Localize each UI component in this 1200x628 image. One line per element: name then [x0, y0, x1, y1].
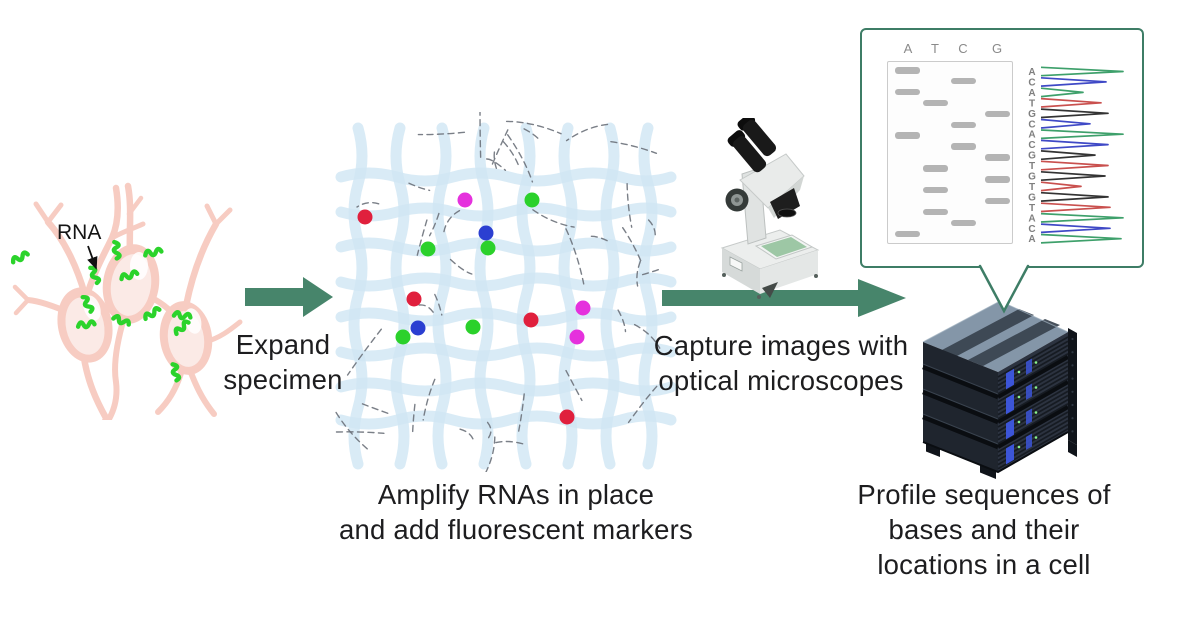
- sequence-letter: G: [1028, 151, 1036, 162]
- caption-expand: Expand specimen: [223, 329, 343, 395]
- gel-lane-header-C: C: [958, 41, 968, 56]
- fluorescent-dot-magenta: [457, 192, 473, 208]
- fluorescent-dot-green: [420, 241, 436, 257]
- fluorescent-dot-red: [357, 209, 373, 225]
- gel-band: [895, 67, 920, 74]
- trace-peak-G: [1040, 150, 1096, 161]
- sequence-letter: T: [1029, 98, 1035, 109]
- server-rack-rail: [1071, 337, 1074, 433]
- fluorescent-dot-magenta: [575, 300, 591, 316]
- trace-peak-A: [1040, 233, 1122, 244]
- gel-band: [895, 132, 920, 139]
- sequence-letter: C: [1028, 224, 1035, 235]
- sequence-letter: G: [1028, 172, 1036, 183]
- trace-peak-C: [1040, 118, 1091, 129]
- hydrogel-mesh: [335, 122, 677, 470]
- gel-band: [922, 208, 948, 216]
- fluorescent-dot-red: [523, 312, 539, 328]
- gel-band: [950, 77, 976, 85]
- fluorescent-dot-red: [559, 409, 575, 425]
- sequence-letter: A: [1028, 234, 1035, 245]
- sequence-letter: G: [1028, 192, 1036, 203]
- fluorescent-dot-blue: [478, 225, 494, 241]
- gel-band: [984, 110, 1010, 118]
- sequence-letter: G: [1028, 109, 1036, 120]
- trace-peak-A: [1040, 66, 1124, 77]
- gel-band: [950, 219, 976, 227]
- gel-lane-header-G: G: [991, 41, 1003, 56]
- trace-peak-T: [1040, 97, 1102, 108]
- caption-capture: Capture images with optical microscopes: [653, 330, 909, 396]
- trace-peak-C: [1040, 223, 1111, 234]
- sequence-letter: A: [1028, 130, 1035, 141]
- rna-strands: [335, 112, 661, 472]
- trace-peak-G: [1040, 191, 1109, 202]
- sequence-letter: T: [1029, 182, 1035, 193]
- fluorescent-dot-red: [406, 291, 422, 307]
- fluorescent-dot-blue: [410, 320, 426, 336]
- sequence-letter: A: [1028, 88, 1035, 99]
- trace-peak-A: [1040, 212, 1124, 223]
- fluorescent-dot-green: [524, 192, 540, 208]
- trace-peak-C: [1040, 139, 1109, 150]
- flow-arrow-capture-icon: [662, 279, 906, 317]
- microscope-icon: [720, 118, 820, 299]
- gel-band: [984, 154, 1010, 161]
- sequence-letter: C: [1028, 140, 1035, 151]
- gel-band: [922, 186, 948, 194]
- trace-peak-A: [1040, 129, 1124, 140]
- gel-band: [984, 176, 1010, 183]
- fluorescent-dot-green: [480, 240, 496, 256]
- gel-lane-header-T: T: [931, 41, 939, 56]
- gel-band: [950, 143, 976, 150]
- flow-arrow-expand-icon: [245, 277, 333, 317]
- server-front-panels: [997, 336, 1069, 470]
- expanded-hydrogel-illustration: [335, 112, 677, 472]
- trace-peak-T: [1040, 202, 1111, 213]
- server-unit-gaps: [922, 363, 999, 450]
- trace-peak-C: [1040, 76, 1107, 87]
- caption-profile: Profile sequences of bases and their loc…: [857, 479, 1111, 580]
- gel-band: [984, 197, 1010, 205]
- sequence-letter: A: [1028, 213, 1035, 224]
- eyepieces: [727, 118, 777, 173]
- gel-band: [922, 165, 948, 172]
- sequence-letter: T: [1029, 161, 1035, 172]
- rna-label: RNA: [57, 221, 102, 244]
- gel-band: [895, 230, 920, 237]
- rna-pointer-arrow-icon: [87, 245, 98, 270]
- bubble-tail: [978, 264, 1030, 314]
- gel-band: [950, 121, 976, 128]
- sequence-letter: A: [1028, 67, 1035, 78]
- fluorescent-dots-layer: [357, 192, 591, 425]
- trace-peak-A: [1040, 87, 1084, 98]
- fluorescent-dot-green: [395, 329, 411, 345]
- sequence-letter: C: [1028, 119, 1035, 130]
- gel-lane-header-A: A: [903, 41, 913, 56]
- trace-peak-T: [1040, 160, 1109, 171]
- trace-peak-G: [1040, 170, 1106, 182]
- gel-electrophoresis-panel: [887, 61, 1013, 244]
- sequence-letter: T: [1029, 203, 1035, 214]
- server-rack-icon: [922, 300, 1077, 479]
- trace-peak-G: [1040, 108, 1109, 119]
- gel-band: [895, 88, 920, 96]
- sequence-letter: C: [1028, 77, 1035, 88]
- gel-band: [922, 99, 948, 107]
- neuron-cells-illustration: [0, 182, 243, 420]
- fluorescent-dot-magenta: [569, 329, 585, 345]
- caption-amplify: Amplify RNAs in place and add fluorescen…: [339, 479, 693, 545]
- fluorescent-dot-green: [465, 319, 481, 335]
- trace-peak-T: [1040, 181, 1082, 192]
